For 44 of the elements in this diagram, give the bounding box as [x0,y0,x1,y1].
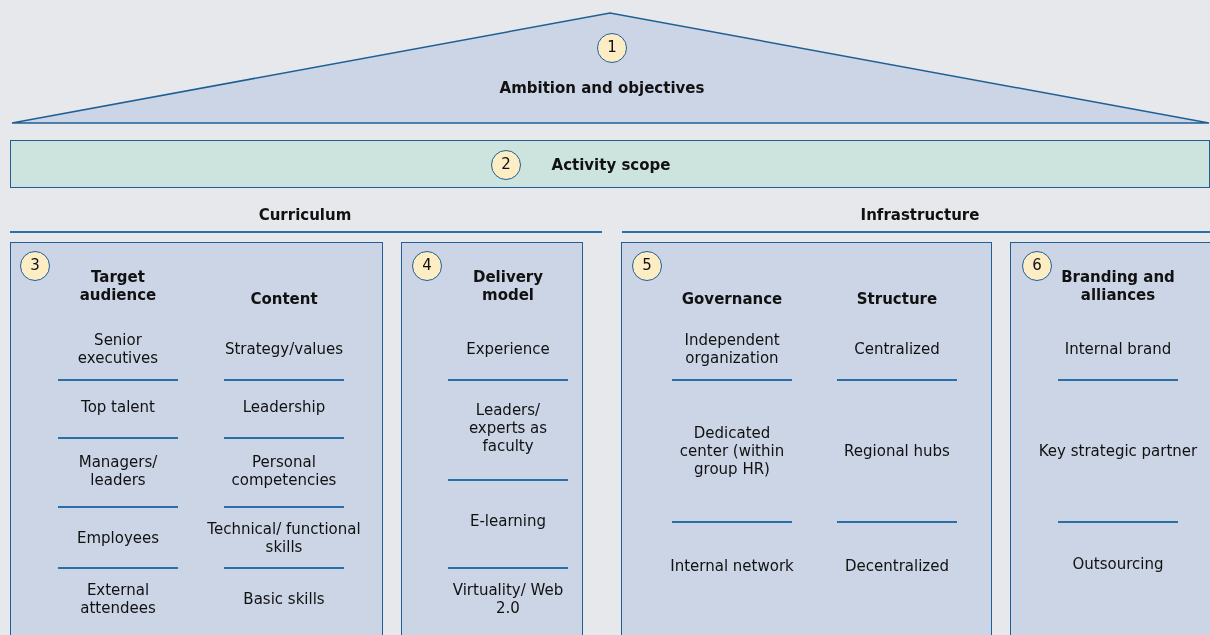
pillar-panel [1010,242,1210,635]
option-text: Regional hubs [843,442,951,460]
pillar-panel [10,242,383,635]
option-text: Employees [75,529,161,547]
section-title: Ambition and objectives [499,79,705,97]
option-text: Independent organization [683,331,781,367]
option-text: Key strategic partner [1037,442,1199,460]
option-text: Virtuality/ Web 2.0 [451,581,565,617]
column-heading: Target audience [78,268,158,304]
scope-band [10,140,1210,188]
section-title: Activity scope [551,156,671,174]
option-text: Internal network [669,557,795,575]
roof-triangle [10,12,1210,124]
number-circle: 5 [632,251,662,281]
option-text: Dedicated center (within group HR) [678,424,786,478]
pillar-panel [401,242,583,635]
option-text: Managers/ leaders [77,453,159,489]
option-text: Leadership [241,398,327,416]
option-text: Experience [465,340,551,358]
column-heading: Structure [855,290,939,308]
option-text: Senior executives [76,331,160,367]
column-heading: Governance [680,290,784,308]
number-circle: 6 [1022,251,1052,281]
option-text: Outsourcing [1071,555,1165,573]
option-text: Decentralized [844,557,950,575]
number-circle: 4 [412,251,442,281]
option-text: E-learning [468,512,548,530]
pillar-panel [621,242,992,635]
column-heading: Delivery model [471,268,544,304]
number-circle: 2 [491,150,521,180]
option-text: Centralized [853,340,941,358]
option-text: Internal brand [1063,340,1173,358]
option-text: Basic skills [242,590,326,608]
option-text: Leaders/ experts as faculty [467,401,549,455]
column-heading: Content [249,290,319,308]
option-text: Top talent [80,398,156,416]
group-heading: Curriculum [258,206,352,224]
column-heading: Branding and alliances [1060,268,1176,304]
option-text: Strategy/values [223,340,345,358]
option-text: External attendees [79,581,157,617]
number-circle: 3 [20,251,50,281]
option-text: Personal competencies [230,453,338,489]
option-text: Technical/ functional skills [206,520,362,556]
group-heading: Infrastructure [860,206,980,224]
